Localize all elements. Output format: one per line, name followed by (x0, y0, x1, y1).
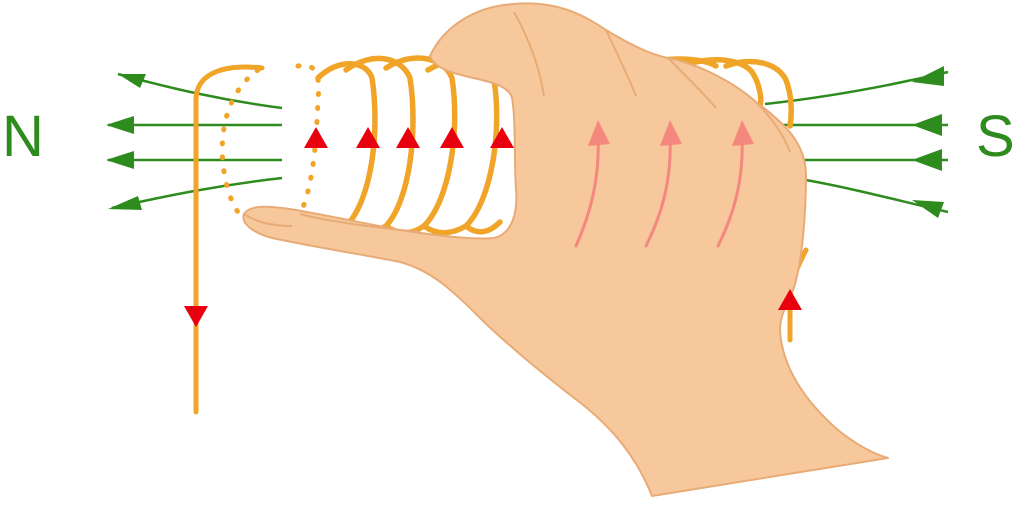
north-pole-label: N (2, 108, 44, 166)
right-hand (243, 3, 888, 496)
current-arrow-icon (304, 127, 328, 148)
south-pole-label: S (976, 108, 1015, 166)
coil-back-dotted (222, 65, 318, 228)
current-arrow-icon (440, 127, 464, 148)
coil-left-lead (196, 67, 262, 412)
arrowhead-icon (106, 151, 134, 169)
arrowhead-icon (912, 114, 942, 136)
current-arrow-icon (396, 127, 420, 148)
hand-body (243, 3, 888, 496)
field-arrowheads-north (106, 74, 146, 210)
arrowhead-icon (912, 149, 942, 171)
arrowhead-icon (912, 66, 944, 86)
field-arrowheads-south (912, 66, 944, 218)
arrowhead-icon (106, 116, 134, 134)
arrowhead-icon (912, 200, 944, 218)
arrowhead-icon (118, 74, 146, 88)
current-arrow-down-icon (184, 306, 208, 327)
arrowhead-icon (108, 196, 142, 210)
